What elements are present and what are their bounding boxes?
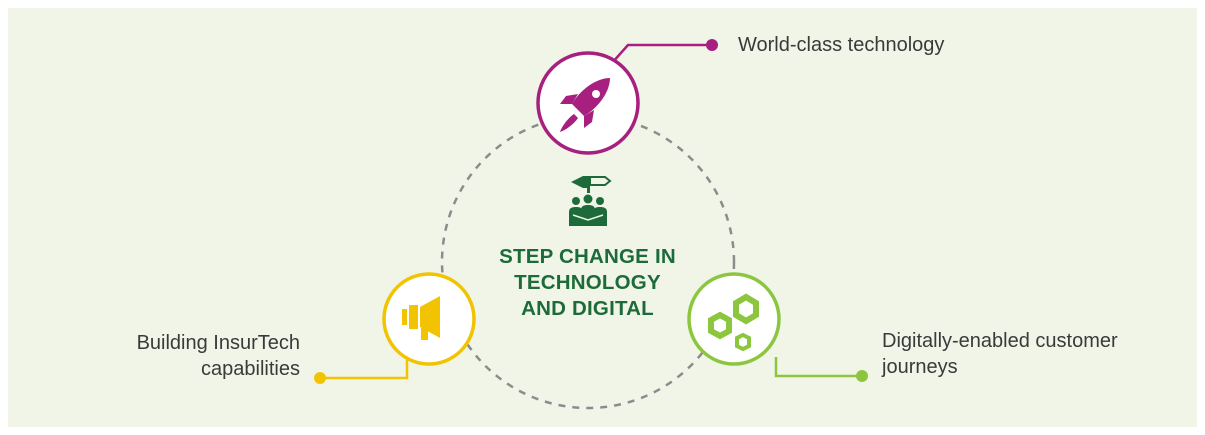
center-title-line: AND DIGITAL: [521, 297, 654, 320]
node-world-class-technology: [536, 51, 640, 155]
center-title: STEP CHANGE IN TECHNOLOGY AND DIGITAL: [470, 244, 705, 322]
connector-customer-journeys: [774, 357, 862, 378]
center-title-line: STEP CHANGE IN: [499, 245, 676, 268]
label-customer-journeys: Digitally-enabled customer journeys: [882, 330, 1118, 378]
connector-dot-world-class-technology: [706, 39, 718, 51]
node-customer-journeys: [687, 272, 781, 366]
megaphone-icon: [402, 296, 440, 340]
label-insurtech: Building InsurTech capabilities: [136, 332, 300, 380]
rocket-icon: [560, 78, 610, 132]
node-insurtech: [382, 272, 476, 366]
hexagons-icon: [708, 293, 759, 352]
team-direction-sign-icon: [569, 176, 612, 226]
connector-dot-insurtech: [314, 372, 326, 384]
label-world-class-technology: World-class technology: [738, 34, 945, 56]
connector-insurtech: [320, 357, 409, 380]
center-title-line: TECHNOLOGY: [514, 271, 661, 294]
connector-dot-customer-journeys: [856, 370, 868, 382]
